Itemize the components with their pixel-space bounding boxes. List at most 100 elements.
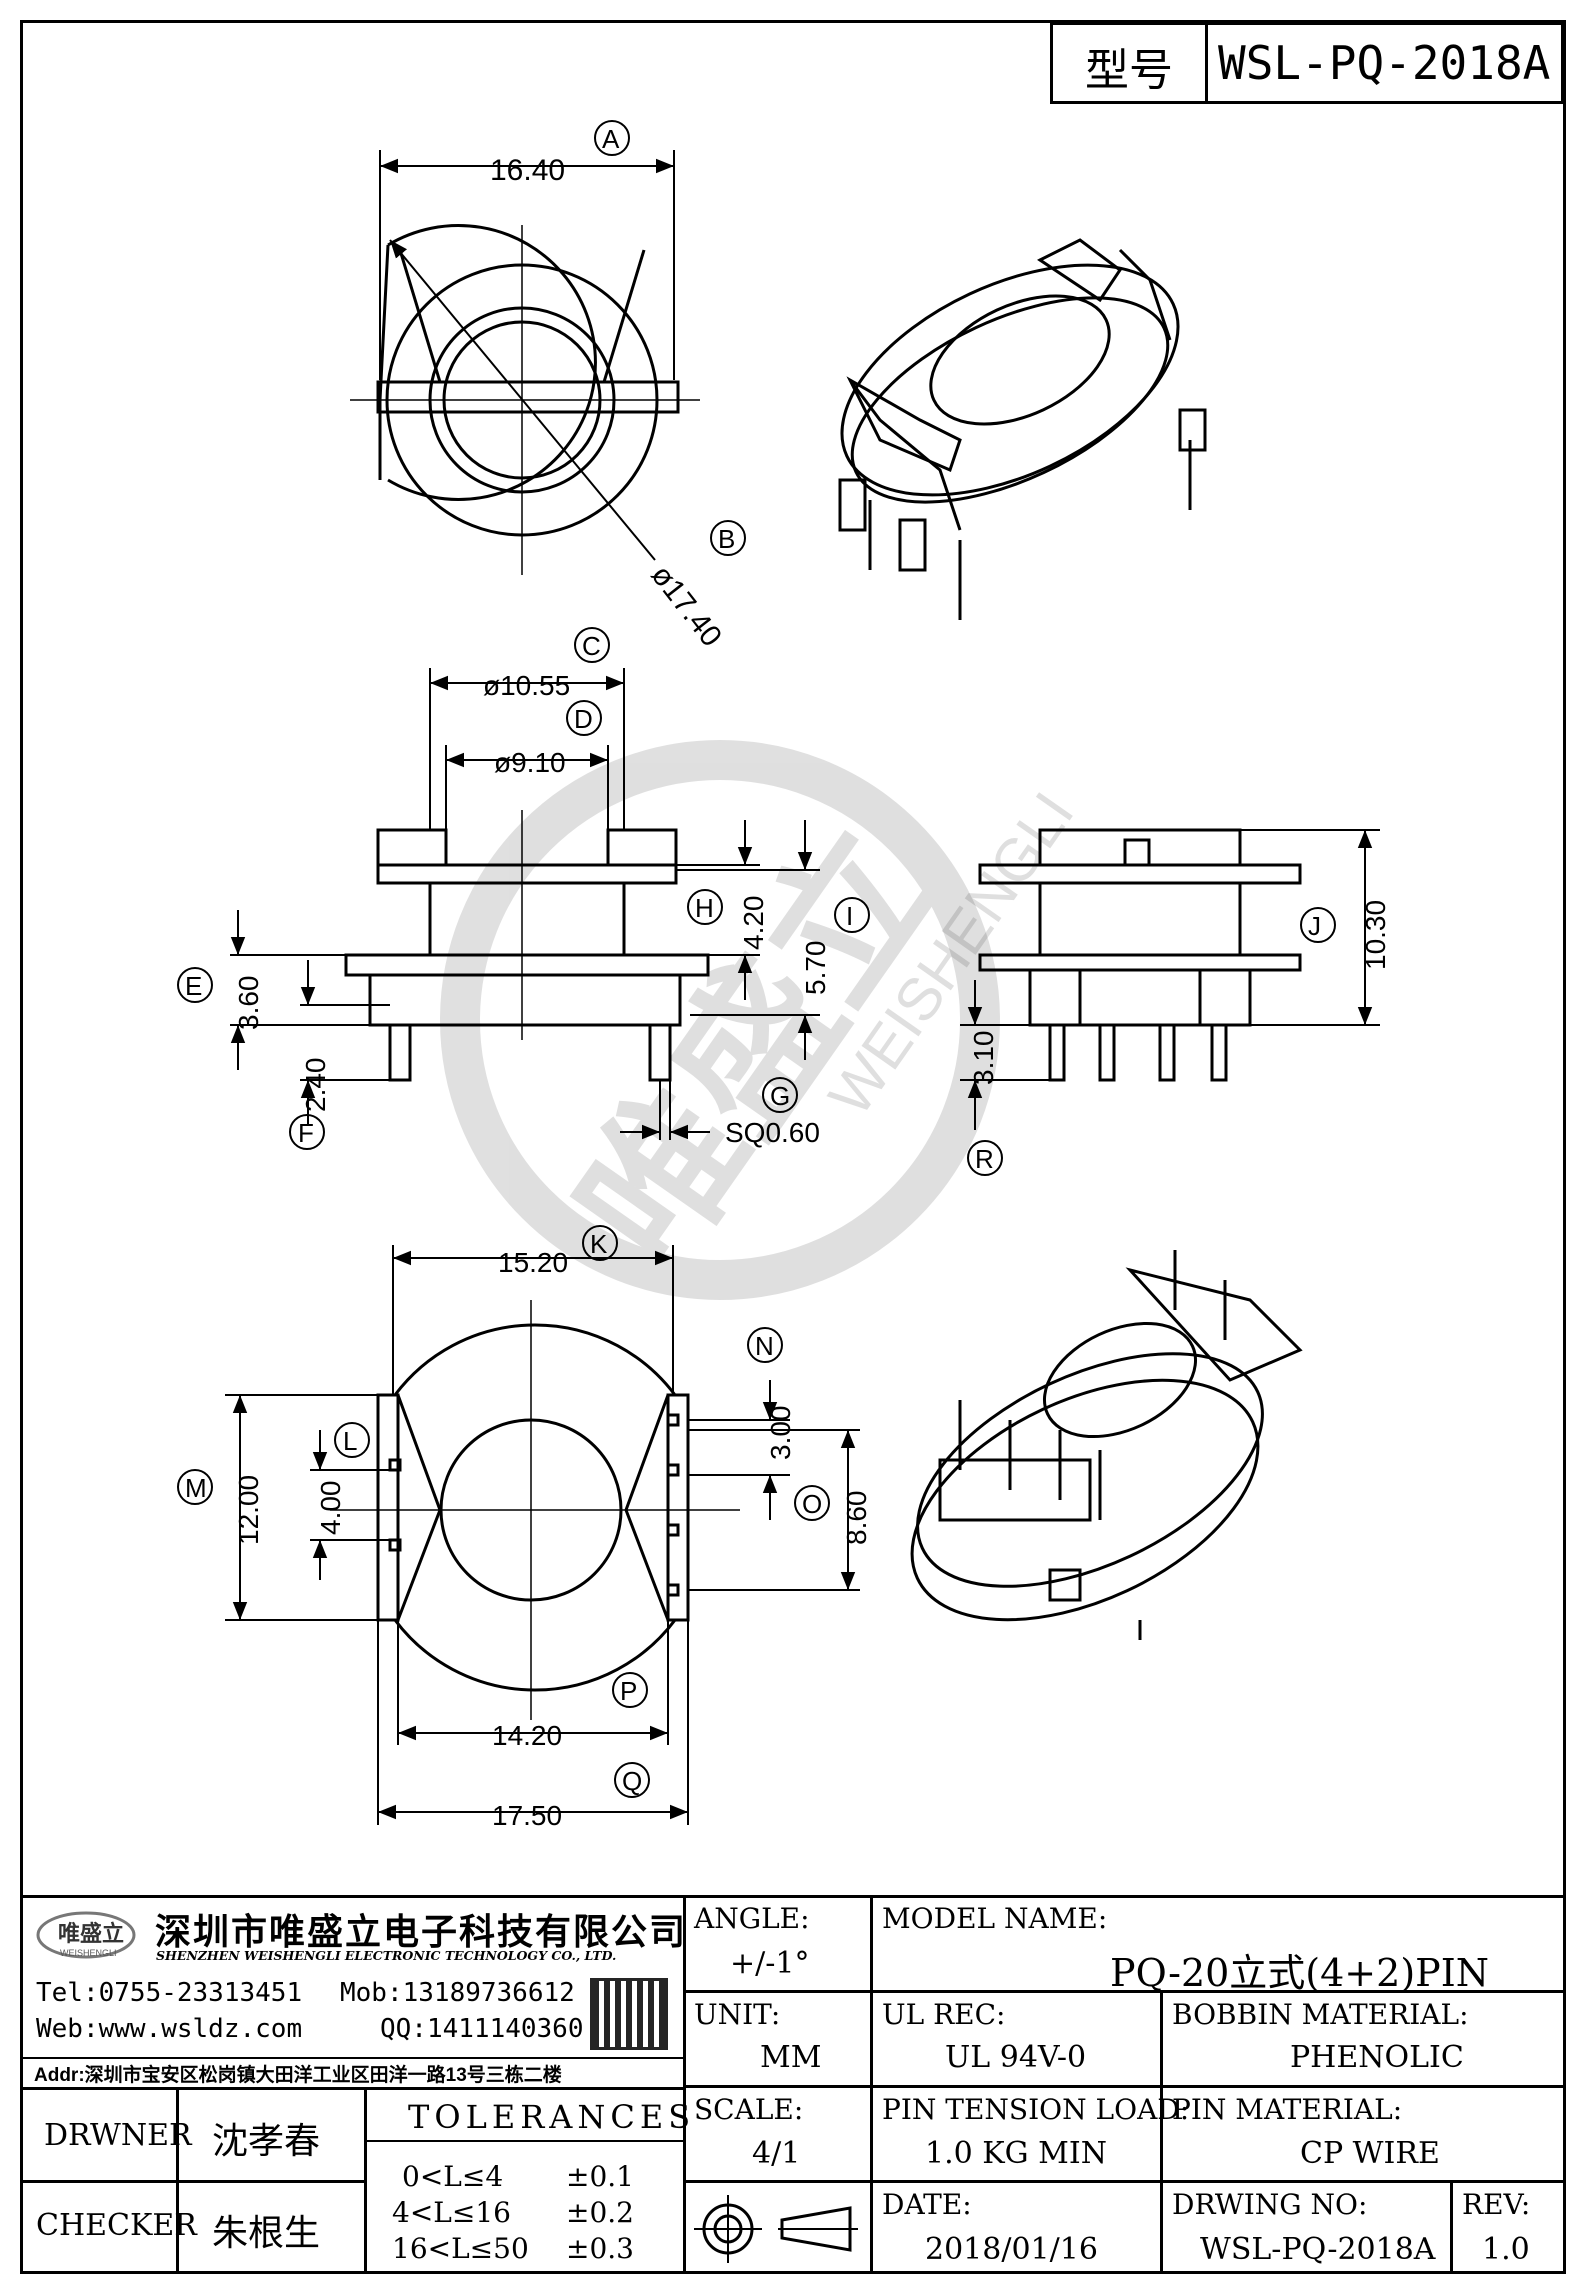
side-view: [978, 828, 1302, 1082]
pin-material-value: CP WIRE: [1300, 2136, 1440, 2171]
dim-O: [688, 1429, 860, 1591]
tol-title-row: [364, 2140, 683, 2142]
dim-L-letter: L: [343, 1426, 357, 1456]
tol-value-3: ±0.3: [566, 2232, 634, 2265]
pin-tension-value: 1.0 KG MIN: [925, 2136, 1107, 2171]
scale-label: SCALE:: [694, 2093, 804, 2126]
dim-O-value: 8.60: [841, 1491, 872, 1546]
dim-H: [676, 820, 760, 1000]
dim-F: [289, 960, 390, 1150]
title-vsep-main: [683, 1895, 686, 2274]
model-code-box: [1050, 22, 1564, 104]
model-name-value: PQ-20立式(4+2)PIN: [1110, 1951, 1489, 1995]
company-tel: Tel:0755-23313451: [36, 1978, 303, 2008]
drawer-label: DRWNER: [44, 2118, 192, 2153]
spec-hrow-3: [683, 2180, 1566, 2183]
angle-label: ANGLE:: [694, 1902, 810, 1935]
dim-D: [445, 700, 609, 830]
dim-I: [676, 820, 870, 1060]
dim-J: [1240, 829, 1380, 1026]
dim-E: [177, 910, 370, 1070]
spec-hrow-2: [683, 2085, 1566, 2088]
tol-value-2: ±0.2: [566, 2196, 634, 2229]
drawer-vsep: [176, 2087, 179, 2274]
angle-value: +/-1°: [730, 1946, 810, 1981]
dim-L: [310, 1422, 390, 1580]
dim-M: [177, 1394, 378, 1621]
bottom-view: [330, 1300, 740, 1720]
dim-N: [688, 1327, 790, 1520]
tol-range-1: 0<L≤4: [402, 2160, 504, 2193]
company-name-en: SHENZHEN WEISHENGLI ELECTRONIC TECHNOLOG…: [156, 1948, 617, 1963]
top-view: [350, 224, 700, 575]
unit-label: UNIT:: [694, 1998, 781, 2031]
spec-vsep-1: [870, 1895, 873, 2274]
dim-G: [620, 1077, 798, 1140]
rev-value: 1.0: [1482, 2232, 1530, 2267]
model-code-divider: [1205, 22, 1208, 104]
model-name-label: MODEL NAME:: [882, 1902, 1108, 1935]
dim-I-letter: I: [846, 901, 853, 931]
spec-vsep-2: [1160, 1990, 1163, 2274]
dim-P-letter: P: [620, 1676, 637, 1706]
dim-E-letter: E: [185, 971, 202, 1001]
type-label: 型号: [1085, 46, 1173, 95]
iso-view-bottom: [910, 1250, 1303, 1640]
dim-R-letter: R: [975, 1144, 994, 1174]
dim-K-value: 15.20: [498, 1247, 568, 1278]
rev-label: REV:: [1462, 2188, 1531, 2221]
projection-symbol: [690, 2190, 866, 2268]
dim-P-value: 14.20: [492, 1720, 562, 1751]
dim-G-value: SQ0.60: [725, 1117, 820, 1148]
company-web: Web:www.wsldz.com: [36, 2014, 303, 2044]
dim-J-letter: J: [1308, 911, 1321, 941]
dim-Q: [377, 1620, 689, 1825]
checker-row: [20, 2180, 364, 2183]
dim-B: [389, 239, 746, 561]
drawing-no-label: DRWING NO:: [1172, 2188, 1368, 2221]
tol-range-3: 16<L≤50: [392, 2232, 529, 2265]
ul-rec-label: UL REC:: [882, 1998, 1006, 2031]
dim-L-value: 4.00: [315, 1481, 346, 1536]
drawing-no-value: WSL-PQ-2018A: [1200, 2232, 1436, 2267]
dim-B-letter: B: [718, 524, 735, 554]
dim-R-value: 3.10: [968, 1031, 999, 1086]
dim-A: [379, 120, 675, 380]
dim-C-letter: C: [582, 631, 601, 661]
dim-R: [960, 980, 1050, 1176]
dim-A-letter: A: [602, 124, 620, 154]
dim-H-value: 4.20: [738, 896, 769, 951]
dim-M-value: 12.00: [233, 1475, 264, 1545]
pin-tension-label: PIN TENSION LOAD:: [882, 2093, 1190, 2126]
scale-value: 4/1: [752, 2136, 801, 2171]
dim-D-letter: D: [574, 704, 593, 734]
company-mob: Mob:13189736612: [340, 1978, 575, 2008]
dim-Q-value: 17.50: [492, 1800, 562, 1831]
company-addr: Addr:深圳市宝安区松岗镇大田洋工业区田洋一路13号三栋二楼: [34, 2065, 562, 2086]
bobbin-material-value: PHENOLIC: [1290, 2040, 1464, 2075]
dim-H-letter: H: [695, 893, 714, 923]
company-qq: QQ:1411140360: [380, 2014, 584, 2044]
dim-E-value: 3.60: [233, 976, 264, 1031]
dim-F-value: 2.40: [300, 1058, 331, 1113]
date-value: 2018/01/16: [925, 2232, 1098, 2267]
tol-range-2: 4<L≤16: [392, 2196, 511, 2229]
company-logo-text: 唯盛立: [58, 1921, 125, 1946]
dim-C: [429, 627, 625, 830]
dim-P: [397, 1620, 669, 1745]
front-view: [344, 810, 710, 1082]
dim-A-value: 16.40: [490, 154, 565, 187]
company-name-cn: 深圳市唯盛立电子科技有限公司: [155, 1911, 688, 1952]
tolerances-label: TOLERANCES: [408, 2098, 696, 2136]
iso-view-top: [838, 238, 1207, 620]
tol-value-1: ±0.1: [566, 2160, 634, 2193]
drawer-value: 沈孝春: [212, 2120, 321, 2161]
tol-vsep: [364, 2087, 367, 2274]
dim-I-value: 5.70: [800, 941, 831, 996]
spec-hrow-1: [683, 1990, 1566, 1993]
spec-vsep-rev: [1450, 2180, 1453, 2274]
dim-D-value: ø9.10: [494, 747, 566, 778]
dim-K: [392, 1225, 674, 1395]
company-logo: [34, 1905, 144, 1963]
dim-G-letter: G: [770, 1081, 790, 1111]
